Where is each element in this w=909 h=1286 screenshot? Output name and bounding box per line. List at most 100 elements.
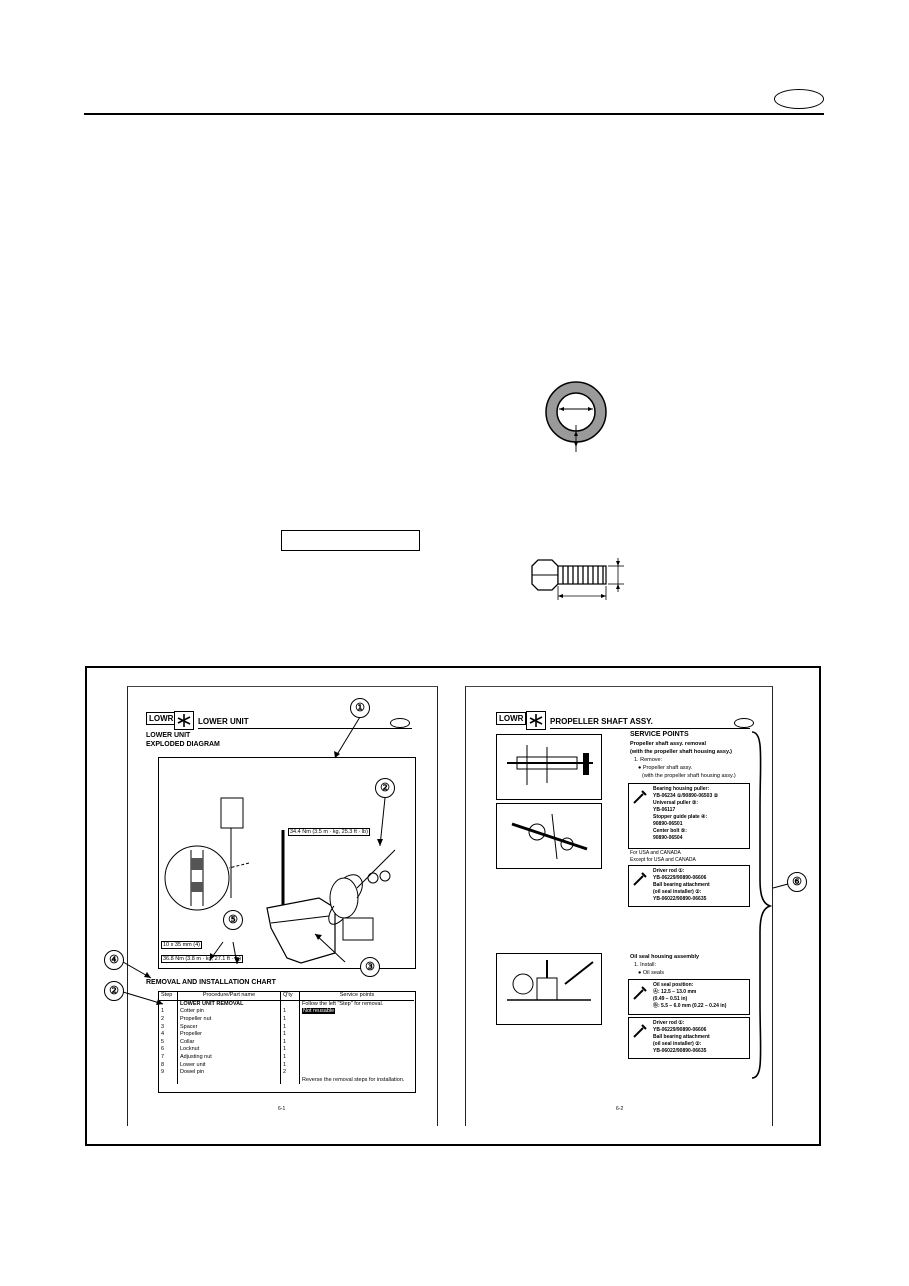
tool-line: Driver rod ①:: [653, 1020, 685, 1026]
callout-6: ⑥: [787, 872, 807, 892]
page-number: 6-2: [616, 1106, 624, 1112]
sp-line-2: (with the propeller shaft housing assy.): [630, 749, 732, 755]
row-part: Locknut: [177, 1046, 281, 1054]
language-mark-oval: [734, 718, 754, 728]
row-step: 9: [159, 1068, 178, 1077]
row-qty: 1: [280, 1030, 300, 1039]
row-part: Cotter pin: [177, 1008, 281, 1016]
callout-3: ③: [360, 957, 380, 977]
tool-line: (oil seal installer) ②:: [653, 889, 702, 895]
row-part: LOWER UNIT REMOVAL: [177, 1000, 281, 1009]
tool-line: YB-06022/90890-06635: [653, 896, 707, 902]
wrench-icon: [631, 870, 649, 888]
page-number: 6-1: [278, 1106, 286, 1112]
tool-1-text: Bearing housing puller: YB-06234 ①/90890…: [653, 786, 718, 842]
tool-line: 90890-06501: [653, 821, 683, 827]
row-part: Lower unit: [177, 1061, 281, 1069]
wrench-icon: [631, 984, 649, 1002]
sample-pages-frame: [85, 666, 821, 1146]
row-step: 7: [159, 1053, 178, 1062]
row-qty: 1: [280, 1046, 300, 1054]
row-part: Propeller: [177, 1030, 281, 1039]
row-step: [159, 1000, 178, 1009]
washer-icon: [545, 381, 607, 452]
oil-seal-illustration: [496, 953, 602, 1025]
sp-line-4: ● Propeller shaft assy.: [638, 765, 693, 771]
section-badge: LOWR: [496, 712, 527, 725]
wrench-icon: [631, 788, 649, 806]
sample-page-right: LOWR PROPELLER SHAFT ASSY. SERVICE POINT…: [465, 686, 773, 1126]
tool-line: 90890-06504: [653, 835, 683, 841]
row-part: Dowel pin: [177, 1068, 281, 1077]
col-part: Procedure/Part name: [177, 992, 281, 1001]
propeller-icon: [526, 711, 546, 730]
page-header-title: PROPELLER SHAFT ASSY.: [550, 717, 653, 726]
row-step: 5: [159, 1038, 178, 1047]
row-part: Adjusting nut: [177, 1053, 281, 1062]
table-row: Reverse the removal steps for installati…: [159, 1076, 414, 1085]
row-qty: 1: [280, 1008, 300, 1016]
table-row: LOWER UNIT REMOVAL Follow the left "Step"…: [159, 1000, 414, 1009]
row-step: 1: [159, 1008, 178, 1016]
callout-1: ①: [350, 698, 370, 718]
table-header-row: Step Procedure/Part name Q'ty Service po…: [159, 992, 414, 1001]
row-step: 6: [159, 1046, 178, 1054]
tool-4-text: Driver rod ①: YB-06229/90890-06606 Ball …: [653, 1020, 710, 1055]
exploded-diagram: [158, 757, 416, 969]
tool-line: Center bolt ⑤:: [653, 828, 687, 834]
tool-line: Driver rod ①:: [653, 868, 685, 874]
row-step: 4: [159, 1030, 178, 1039]
row-qty: 1: [280, 1053, 300, 1062]
row-part: Spacer: [177, 1023, 281, 1031]
tool-box-2: Driver rod ①: YB-06229/90890-06606 Ball …: [628, 865, 750, 907]
row-step: 2: [159, 1015, 178, 1024]
bolt-icon: [531, 558, 624, 600]
tool-box-1: Bearing housing puller: YB-06234 ①/90890…: [628, 783, 750, 849]
row-note: Reverse the removal steps for installati…: [302, 1076, 405, 1083]
sp-line-1: Propeller shaft assy. removal: [630, 741, 707, 747]
tool-line: Universal puller ③:: [653, 800, 699, 806]
callout-2: ②: [375, 778, 395, 798]
brace-bracket: [751, 731, 772, 1079]
row-part: Collar: [177, 1038, 281, 1047]
callout-4: ④: [104, 950, 124, 970]
row-note: Follow the left "Step" for removal.: [302, 1000, 384, 1007]
tool-line: YB-06117: [653, 807, 676, 813]
tool-box-3: Oil seal position: Ⓐ: 12.5 – 13.0 mm (0.…: [628, 979, 750, 1015]
bolt-size-spec: 10 x 35 mm (4): [161, 941, 202, 949]
callout-5: ⑤: [223, 910, 243, 930]
tool-line: YB-06229/90890-06606: [653, 1027, 707, 1033]
section-heading: LOWER UNIT: [146, 732, 191, 739]
callout-2-chart: ②: [104, 981, 124, 1001]
row-qty: 1: [280, 1038, 300, 1047]
row-step: 3: [159, 1023, 178, 1031]
tool-line: Ball bearing attachment: [653, 1034, 710, 1040]
language-mark-oval: [774, 89, 824, 109]
section-subheading: EXPLODED DIAGRAM: [146, 741, 220, 748]
tool-line: Ⓐ: 12.5 – 13.0 mm: [653, 989, 697, 995]
row-qty: [280, 1000, 300, 1009]
oil-seal-title: Oil seal housing assembly: [630, 954, 700, 960]
col-qty: Q'ty: [280, 992, 300, 1001]
torque-spec-top: 34.4 Nm (3.5 m · kg, 25.3 ft · lb): [288, 828, 370, 836]
sample-page-left: LOWR LOWER UNIT LOWER UNIT EXPLODED DIAG…: [127, 686, 438, 1126]
wrench-icon: [631, 1022, 649, 1040]
callout-leaders: [122, 711, 789, 1005]
region-note-1: For USA and CANADA: [630, 850, 681, 856]
row-part: Propeller nut: [177, 1015, 281, 1024]
page-header-rule: [550, 728, 750, 729]
page-header-rule: [198, 728, 412, 729]
tool-line: YB-06234 ①/90890-06503 ②: [653, 793, 719, 799]
oil-seal-line-2: ● Oil seals: [638, 970, 664, 976]
sp-line-5: (with the propeller shaft housing assy.): [642, 773, 736, 779]
row-step: [159, 1076, 178, 1085]
header-rule: [84, 113, 824, 115]
tool-box-4: Driver rod ①: YB-06229/90890-06606 Ball …: [628, 1017, 750, 1059]
